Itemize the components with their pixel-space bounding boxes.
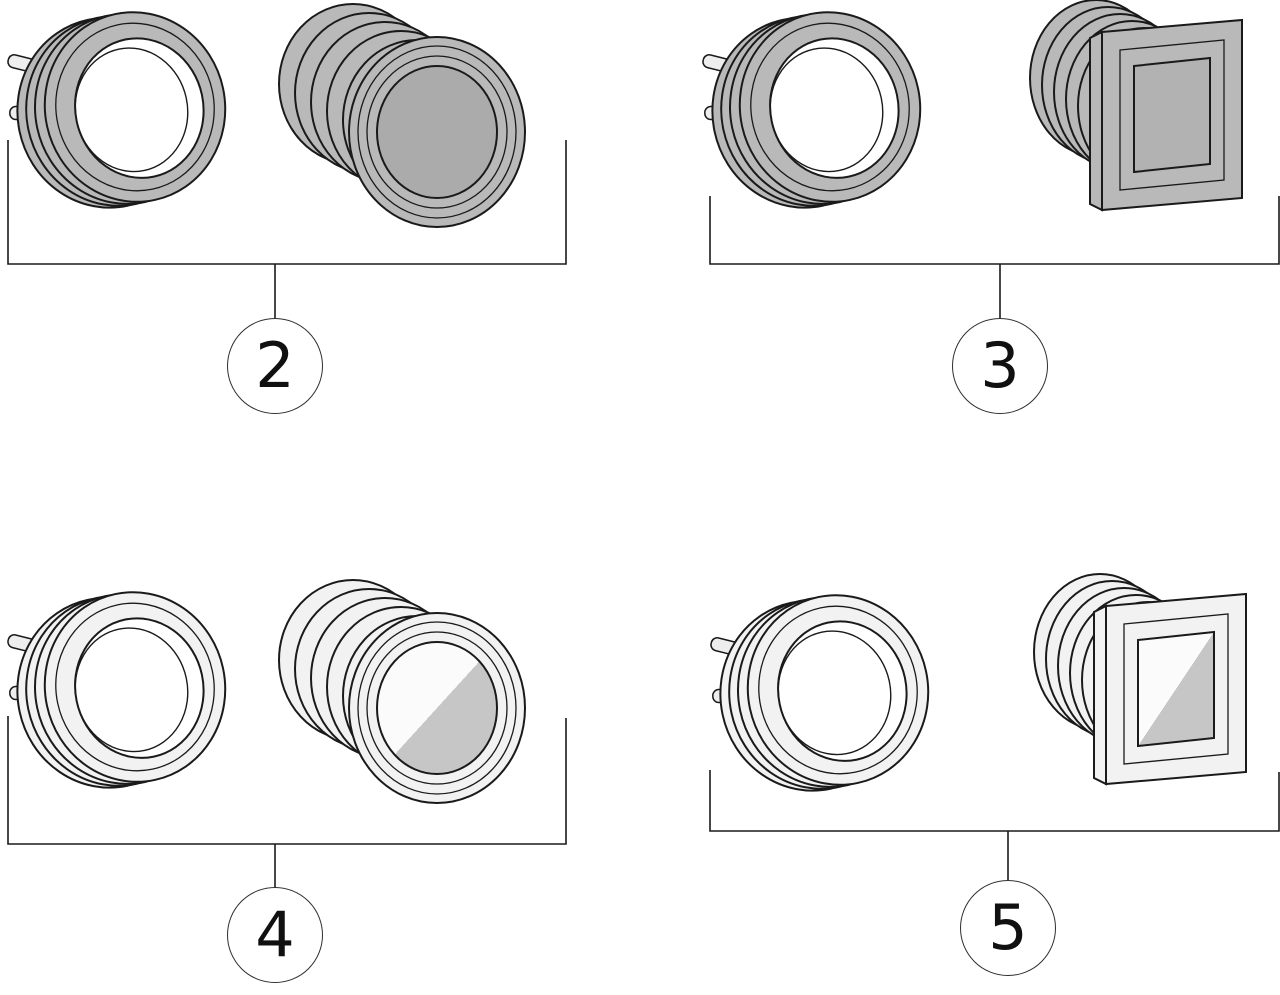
lock-ring-icon <box>687 0 939 227</box>
round-face-disc <box>376 65 498 199</box>
callout-3-label: 3 <box>980 329 1020 402</box>
callout-5-label: 5 <box>988 891 1028 964</box>
callout-2: 2 <box>227 318 323 414</box>
callout-bracket-5 <box>709 770 1280 832</box>
group-4-parts <box>0 574 567 887</box>
square-face-panel <box>1133 56 1211 174</box>
callout-2-label: 2 <box>255 329 295 402</box>
lock-ring-icon <box>0 0 244 227</box>
group-2-parts <box>0 0 567 318</box>
round-lens <box>376 641 498 775</box>
callout-bracket-3 <box>709 196 1280 265</box>
callout-3: 3 <box>952 318 1048 414</box>
lock-ring-icon <box>695 577 947 810</box>
group-5-parts <box>695 573 1280 880</box>
callout-bracket-2 <box>7 140 567 265</box>
callout-5: 5 <box>960 880 1056 976</box>
callout-4: 4 <box>227 887 323 983</box>
lock-ring-icon <box>0 574 244 807</box>
callout-bracket-4 <box>7 716 567 845</box>
group-3-parts <box>687 0 1280 318</box>
square-lens <box>1137 630 1215 748</box>
callout-4-label: 4 <box>255 898 295 971</box>
